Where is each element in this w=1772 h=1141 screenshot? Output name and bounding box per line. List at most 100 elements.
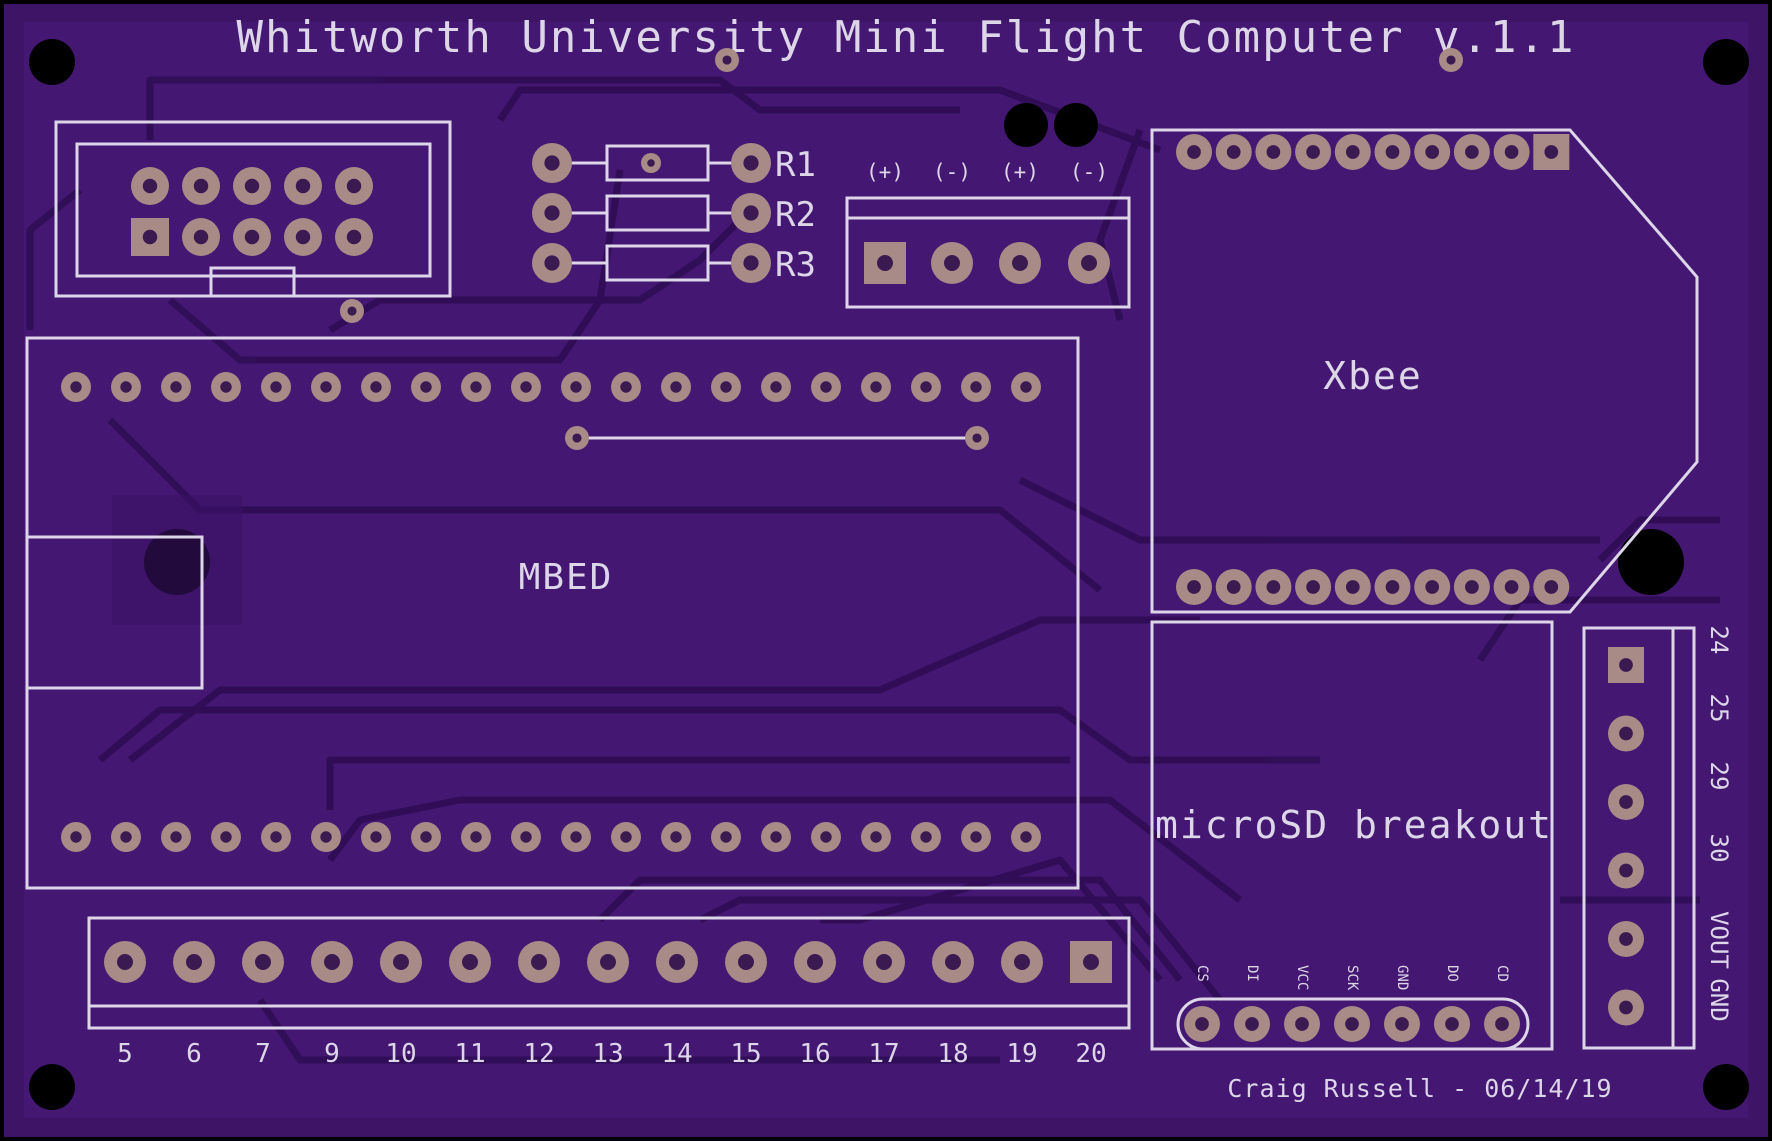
mount-hole-power-b xyxy=(1054,103,1098,147)
bottom-header-pad-hole xyxy=(600,954,616,970)
bottom-header-label: 17 xyxy=(868,1039,899,1069)
power-terminal-label: (+) xyxy=(866,160,904,184)
idc-pad-hole xyxy=(193,178,209,194)
copper-pour xyxy=(24,22,1748,1118)
bottom-header-label: 16 xyxy=(799,1039,830,1069)
mbed-pad-hole xyxy=(870,381,882,393)
microsd-pad-hole xyxy=(1395,1017,1409,1031)
microsd-pin-label: DI xyxy=(1244,965,1260,982)
idc-pad-hole xyxy=(346,178,362,194)
mbed-pad-hole xyxy=(570,831,582,843)
microsd-pin-label: VCC xyxy=(1294,965,1310,990)
microsd-pin-outline xyxy=(1176,997,1530,1051)
bottom-header-pad-hole xyxy=(1083,954,1099,970)
mbed-pad-hole xyxy=(170,831,182,843)
mount-hole-top-left xyxy=(29,39,75,85)
idc-pad-hole xyxy=(244,229,260,245)
mbed-pad-hole xyxy=(320,831,332,843)
bottom-header-label: 10 xyxy=(385,1039,416,1069)
mbed-pad-hole xyxy=(220,381,232,393)
mbed-pad-hole xyxy=(770,381,782,393)
mbed-pad-hole xyxy=(570,381,582,393)
power-terminal-pads xyxy=(864,242,1110,284)
bottom-header-pads xyxy=(104,941,1112,983)
xbee-pad-hole xyxy=(1187,580,1201,594)
bottom-header-pad-hole xyxy=(669,954,685,970)
xbee-pad-hole xyxy=(1385,145,1400,159)
mbed-pad-hole xyxy=(620,381,632,393)
microsd-pad-hole xyxy=(1195,1017,1209,1031)
mbed-pad-hole xyxy=(170,381,182,393)
mbed-pad-hole xyxy=(1020,381,1032,393)
idc-pad-hole xyxy=(142,178,158,194)
bottom-header-pad-hole xyxy=(1014,954,1030,970)
mbed-pad-hole xyxy=(320,381,332,393)
resistor-label-r3: R3 xyxy=(775,245,816,285)
idc-pad-hole xyxy=(295,178,311,194)
bottom-header-label: 11 xyxy=(454,1039,485,1069)
idc-pads xyxy=(131,167,373,256)
mbed-pad-hole xyxy=(270,381,282,393)
bottom-header-pad-hole xyxy=(324,954,340,970)
xbee-pad-hole xyxy=(1345,580,1360,594)
right-header-label: 25 xyxy=(1705,694,1733,723)
xbee-pad-hole xyxy=(1306,580,1320,594)
idc-pad-hole xyxy=(193,229,209,245)
xbee-pad-hole xyxy=(1187,145,1201,159)
via-hole xyxy=(347,306,357,316)
mbed-pad-hole xyxy=(820,831,832,843)
idc-header xyxy=(54,120,452,298)
right-header-label: 24 xyxy=(1705,626,1733,655)
microsd-pad-hole xyxy=(1245,1017,1259,1031)
mbed-pad-hole xyxy=(670,831,682,843)
microsd-label: microSD breakout xyxy=(1155,803,1553,847)
xbee-pad-hole xyxy=(1544,145,1559,159)
xbee-pad-hole xyxy=(1266,580,1281,594)
power-terminal-labels: (+)(-)(+)(-) xyxy=(866,160,1108,184)
mbed-pad-hole xyxy=(420,381,432,393)
bottom-header-label: 13 xyxy=(592,1039,623,1069)
bottom-header-label: 20 xyxy=(1075,1039,1106,1069)
power-terminal-label: (-) xyxy=(1070,160,1108,184)
idc-pad-hole xyxy=(142,229,158,245)
mbed-pad-hole xyxy=(70,381,82,393)
right-header-pad-hole xyxy=(1619,726,1633,741)
resistor-label-r2: R2 xyxy=(775,195,816,235)
resistor-label-r1: R1 xyxy=(775,145,816,185)
resistor-outlines xyxy=(569,144,733,282)
resistor-pads xyxy=(532,143,771,283)
mbed-pad-hole xyxy=(220,831,232,843)
right-header-label: 30 xyxy=(1705,834,1733,863)
mbed-pad-hole xyxy=(970,831,982,843)
power-terminal-pad-hole xyxy=(877,255,893,271)
xbee-pad-hole xyxy=(1465,580,1479,594)
mbed-pad-hole xyxy=(420,831,432,843)
idc-pad-hole xyxy=(244,178,260,194)
xbee-pad-hole xyxy=(1465,145,1479,159)
mbed-label: MBED xyxy=(519,557,614,598)
right-header-pad-hole xyxy=(1619,1000,1633,1015)
xbee-pad-hole xyxy=(1226,145,1241,159)
bottom-header-label: 7 xyxy=(255,1039,271,1069)
mbed-pad-hole xyxy=(120,381,132,393)
bottom-header-label: 15 xyxy=(730,1039,761,1069)
mbed-via-hole xyxy=(972,433,982,443)
mbed-pad-hole xyxy=(370,831,382,843)
bottom-header-pad-hole xyxy=(807,954,823,970)
right-header-outline xyxy=(1582,626,1696,1050)
resistor-pad-hole xyxy=(544,205,560,221)
bottom-header-label: 18 xyxy=(937,1039,968,1069)
mount-hole-bottom-right xyxy=(1703,1064,1749,1110)
xbee-pad-hole xyxy=(1345,145,1360,159)
power-terminal-pad-hole xyxy=(1012,255,1028,271)
bottom-header-label: 12 xyxy=(523,1039,554,1069)
power-terminal-pad-hole xyxy=(944,255,960,271)
bottom-header-pad-hole xyxy=(738,954,754,970)
bottom-header-pad-hole xyxy=(117,954,133,970)
bottom-header-label: 6 xyxy=(186,1039,202,1069)
power-terminal-outline xyxy=(845,196,1131,309)
microsd-pin-label: DO xyxy=(1444,965,1460,982)
